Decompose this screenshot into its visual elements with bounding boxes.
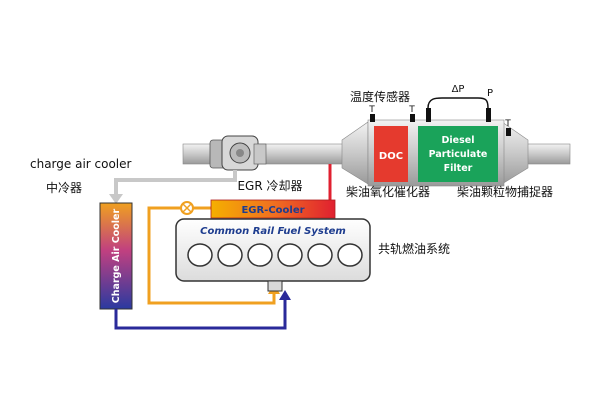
sensors: T T T ΔP P <box>368 84 511 136</box>
cylinder-3 <box>247 243 273 267</box>
dpf-label-line2: Particulate <box>429 149 488 160</box>
delta-p-label: ΔP <box>452 84 465 95</box>
temp-sensor-1 <box>370 114 375 122</box>
turbocharger-icon <box>209 135 267 171</box>
egr-cooler: EGR-Cooler <box>210 199 336 219</box>
charge-air-cooler-label: Charge Air Cooler <box>111 208 122 303</box>
temp-sensor-3-label: T <box>504 119 511 129</box>
temp-sensor-2-label: T <box>408 105 415 115</box>
egr-hot-line <box>147 201 280 305</box>
doc-label: DOC <box>379 151 403 162</box>
charge-air-cooler: Charge Air Cooler <box>99 202 133 310</box>
dpf-label-line3: Filter <box>444 163 473 174</box>
dpf-cn-label: 柴油颗粒物捕捉器 <box>457 184 553 199</box>
temp-sensor-3 <box>506 128 511 136</box>
cylinders <box>187 243 363 267</box>
charge-air-cooler-cn-label: 中冷器 <box>46 180 82 195</box>
delta-p-line <box>427 97 489 109</box>
pressure-tap-in <box>426 108 431 122</box>
charge-air-cooler-en-label: charge air cooler <box>30 157 132 171</box>
cylinder-2 <box>217 243 243 267</box>
cylinder-6 <box>337 243 363 267</box>
engine-block: Common Rail Fuel System <box>175 218 371 292</box>
common-rail-label: Common Rail Fuel System <box>200 226 346 237</box>
cylinder-5 <box>307 243 333 267</box>
egr-cooler-label: EGR-Cooler <box>241 205 304 216</box>
cylinder-4 <box>277 243 303 267</box>
doc-block: DOC <box>374 126 408 182</box>
dpf-label-line1: Diesel <box>442 135 475 146</box>
intake-air-path <box>109 170 237 204</box>
temp-sensor-cn-label: 温度传感器 <box>350 89 410 104</box>
temp-sensor-1-label: T <box>368 105 375 115</box>
intake-manifold <box>267 280 283 292</box>
p-label: P <box>487 88 493 99</box>
egr-cooler-cn-label: EGR 冷却器 <box>237 179 302 193</box>
common-rail-cn-label: 共轨燃油系统 <box>378 241 450 256</box>
doc-cn-label: 柴油氧化催化器 <box>346 185 430 199</box>
dpf-block: Diesel Particulate Filter <box>418 126 498 182</box>
cooled-intake-line <box>114 290 291 330</box>
temp-sensor-2 <box>410 114 415 122</box>
pressure-tap-out <box>486 108 491 122</box>
cylinder-1 <box>187 243 213 267</box>
